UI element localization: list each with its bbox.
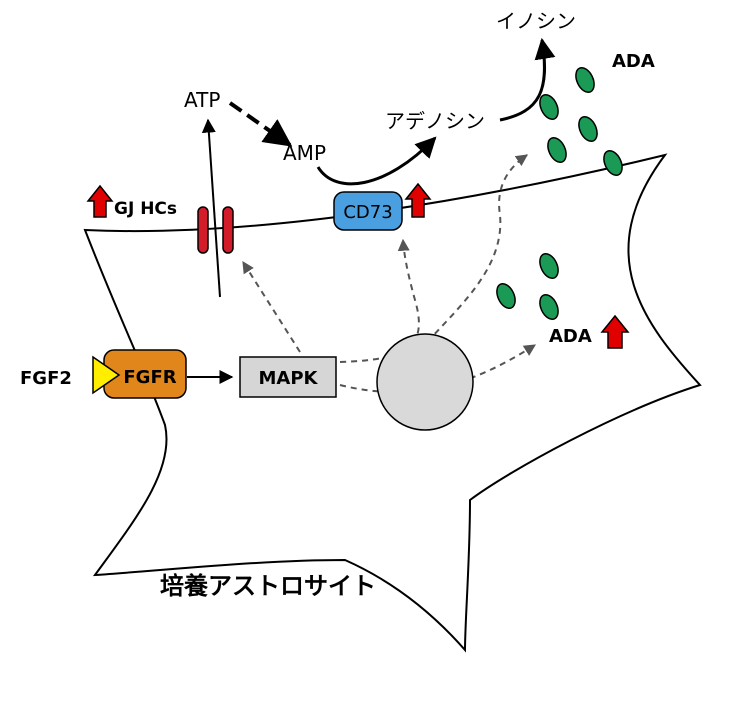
nucleus bbox=[376, 333, 474, 431]
fgf2-ligand-icon bbox=[92, 355, 121, 395]
cell-title: 培養アストロサイト bbox=[160, 572, 376, 600]
atp-release-arrow bbox=[201, 118, 221, 298]
inosine-label: イノシン bbox=[496, 9, 576, 33]
ada-enzyme-icon bbox=[496, 66, 623, 321]
ada-label-inside: ADA bbox=[549, 326, 592, 347]
ada-label-top: ADA bbox=[612, 51, 655, 72]
mapk-box bbox=[239, 356, 337, 398]
gj-up-arrow-icon bbox=[86, 184, 114, 218]
mapk-to-cd73-dashed-arrow bbox=[339, 238, 420, 363]
mapk-to-ada-expression-dashed-arrow bbox=[339, 344, 537, 394]
gap-junction-hemichannel-icon bbox=[197, 206, 234, 254]
fgfr-label: FGFR bbox=[123, 367, 176, 388]
fgf2-label: FGF2 bbox=[20, 368, 72, 389]
cd73-label: CD73 bbox=[343, 202, 392, 223]
ada-up-arrow-icon bbox=[600, 314, 630, 349]
cd73-box bbox=[333, 191, 403, 231]
mapk-label: MAPK bbox=[259, 368, 319, 389]
amp-label: AMP bbox=[283, 141, 326, 165]
mapk-to-gj-dashed-arrow bbox=[242, 260, 301, 353]
gj-hcs-label: GJ HCs bbox=[114, 199, 177, 219]
amp-to-adenosine-arrow bbox=[316, 136, 437, 186]
mapk-to-ada-release-dashed-arrow bbox=[419, 154, 528, 351]
cd73-up-arrow-icon bbox=[404, 182, 432, 218]
adenosine-to-inosine-arrow bbox=[499, 37, 556, 122]
adenosine-label: アデノシン bbox=[385, 109, 485, 133]
atp-to-amp-arrow bbox=[228, 101, 293, 147]
atp-label: ATP bbox=[184, 88, 220, 112]
